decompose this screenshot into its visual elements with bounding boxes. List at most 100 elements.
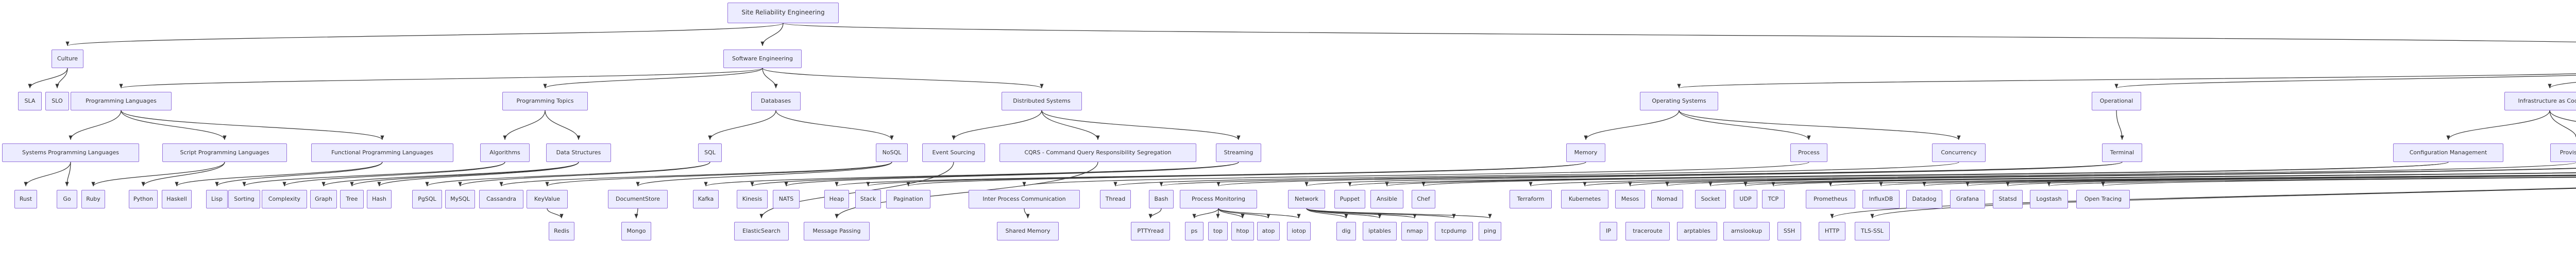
node-eventsourcing[interactable]: Event Sourcing — [922, 143, 985, 162]
node-ansible[interactable]: Ansible — [1370, 190, 1403, 208]
node-redis[interactable]: Redis — [549, 222, 574, 240]
node-datadog[interactable]: Datadog — [1906, 190, 1942, 208]
node-provisioning[interactable]: Provisioning — [2550, 143, 2576, 162]
node-traceroute[interactable]: traceroute — [1625, 222, 1670, 240]
node-proglang[interactable]: Programming Languages — [71, 92, 172, 110]
node-progtopics[interactable]: Programming Topics — [502, 92, 588, 110]
edge-algorithms-to-sorting — [242, 162, 505, 187]
node-sorting[interactable]: Sorting — [228, 190, 260, 208]
node-databases[interactable]: Databases — [751, 92, 801, 110]
node-chef[interactable]: Chef — [1412, 190, 1435, 208]
node-thread[interactable]: Thread — [1100, 190, 1131, 208]
edge-datastruct-to-tree — [350, 162, 579, 187]
node-http[interactable]: HTTP — [1819, 222, 1845, 240]
node-nmap[interactable]: nmap — [1401, 222, 1428, 240]
node-iotop[interactable]: iotop — [1287, 222, 1311, 240]
node-keyvalue[interactable]: KeyValue — [527, 190, 568, 208]
node-ssh[interactable]: SSH — [1777, 222, 1801, 240]
node-bash[interactable]: Bash — [1149, 190, 1174, 208]
node-htop[interactable]: htop — [1231, 222, 1254, 240]
node-elasticsearch[interactable]: ElasticSearch — [734, 222, 789, 240]
node-scriptlang[interactable]: Script Programming Languages — [162, 143, 287, 162]
node-tcpdump[interactable]: tcpdump — [1435, 222, 1473, 240]
node-logstash[interactable]: Logstash — [2030, 190, 2068, 208]
node-dig[interactable]: dig — [1336, 222, 1356, 240]
node-sla[interactable]: SLA — [18, 92, 42, 110]
node-socket[interactable]: Socket — [1695, 190, 1726, 208]
node-mesos[interactable]: Mesos — [1615, 190, 1645, 208]
node-kafka[interactable]: Kafka — [693, 190, 719, 208]
edge-metrics-to-influxdb — [1879, 174, 2576, 187]
node-udp[interactable]: UDP — [1734, 190, 1757, 208]
node-nosql[interactable]: NoSQL — [876, 143, 908, 162]
node-influxdb[interactable]: InfluxDB — [1862, 190, 1900, 208]
edge-keyvalue-to-redis — [547, 208, 564, 219]
node-go[interactable]: Go — [57, 190, 77, 208]
node-heap[interactable]: Heap — [824, 190, 849, 208]
node-datastruct[interactable]: Data Structures — [546, 143, 611, 162]
node-haskell[interactable]: Haskell — [162, 190, 192, 208]
node-processmon[interactable]: Process Monitoring — [1180, 190, 1257, 208]
node-ping[interactable]: ping — [1479, 222, 1501, 240]
node-pagination[interactable]: Pagination — [886, 190, 930, 208]
node-ruby[interactable]: Ruby — [81, 190, 105, 208]
node-messagepassing[interactable]: Message Passing — [804, 222, 870, 240]
node-grafana[interactable]: Grafana — [1950, 190, 1985, 208]
node-iac[interactable]: Infrastructure as Code — [2504, 92, 2576, 110]
node-distsys[interactable]: Distributed Systems — [1002, 92, 1082, 110]
node-arptables[interactable]: arptables — [1677, 222, 1717, 240]
node-opsys[interactable]: Operating Systems — [1640, 92, 1718, 110]
node-documentstore[interactable]: DocumentStore — [608, 190, 668, 208]
node-rust[interactable]: Rust — [14, 190, 37, 208]
node-algorithms[interactable]: Algorithms — [480, 143, 530, 162]
node-cassandra[interactable]: Cassandra — [479, 190, 523, 208]
node-pttyread[interactable]: PTTYread — [1131, 222, 1170, 240]
node-kubernetes[interactable]: Kubernetes — [1561, 190, 1608, 208]
node-python[interactable]: Python — [129, 190, 158, 208]
node-tlsssl[interactable]: TLS-SSL — [1855, 222, 1890, 240]
node-memory[interactable]: Memory — [1566, 143, 1605, 162]
node-terraform[interactable]: Terraform — [1510, 190, 1552, 208]
node-sharedmemory[interactable]: Shared Memory — [997, 222, 1059, 240]
node-sql[interactable]: SQL — [698, 143, 722, 162]
node-cfgmgmt[interactable]: Configuration Management — [2393, 143, 2503, 162]
node-mysql[interactable]: MySQL — [445, 190, 475, 208]
node-network[interactable]: Network — [1288, 190, 1325, 208]
node-cqrs[interactable]: CQRS - Command Query Responsibility Segr… — [999, 143, 1196, 162]
node-tcp[interactable]: TCP — [1762, 190, 1785, 208]
node-pgsql[interactable]: PgSQL — [412, 190, 442, 208]
node-lisp[interactable]: Lisp — [206, 190, 228, 208]
node-nomad[interactable]: Nomad — [1651, 190, 1683, 208]
node-stack[interactable]: Stack — [855, 190, 881, 208]
node-arnslookup[interactable]: arnslookup — [1723, 222, 1770, 240]
node-ps[interactable]: ps — [1185, 222, 1204, 240]
node-top[interactable]: top — [1208, 222, 1228, 240]
node-funclang[interactable]: Functional Programming Languages — [311, 143, 453, 162]
node-iptables[interactable]: iptables — [1363, 222, 1397, 240]
node-terminal[interactable]: Terminal — [2102, 143, 2142, 162]
node-process[interactable]: Process — [1790, 143, 1827, 162]
node-opentracing[interactable]: Open Tracing — [2076, 190, 2130, 208]
node-puppet[interactable]: Puppet — [1334, 190, 1365, 208]
node-softeng[interactable]: Software Engineering — [723, 50, 802, 68]
node-operational[interactable]: Operational — [2092, 92, 2141, 110]
node-hash[interactable]: Hash — [367, 190, 392, 208]
node-streaming[interactable]: Streaming — [1216, 143, 1261, 162]
node-concurrency[interactable]: Concurrency — [1932, 143, 1986, 162]
node-mongo[interactable]: Mongo — [621, 222, 651, 240]
node-syslang[interactable]: Systems Programming Languages — [2, 143, 139, 162]
node-statsd[interactable]: Statsd — [1993, 190, 2023, 208]
node-complexity[interactable]: Complexity — [262, 190, 307, 208]
node-atop[interactable]: atop — [1257, 222, 1280, 240]
node-nats[interactable]: NATS — [773, 190, 800, 208]
node-graph[interactable]: Graph — [310, 190, 337, 208]
node-culture[interactable]: Culture — [52, 50, 83, 68]
node-prometheus[interactable]: Prometheus — [1806, 190, 1855, 208]
node-ip[interactable]: IP — [1600, 222, 1617, 240]
node-interprocess[interactable]: Inter Process Communication — [969, 190, 1080, 208]
node-sre[interactable]: Site Reliability Engineering — [727, 3, 839, 23]
node-kinesis[interactable]: Kinesis — [737, 190, 768, 208]
edge-protocols-to-udp — [1744, 172, 2576, 187]
node-slo[interactable]: SLO — [45, 92, 69, 110]
node-tree[interactable]: Tree — [340, 190, 364, 208]
